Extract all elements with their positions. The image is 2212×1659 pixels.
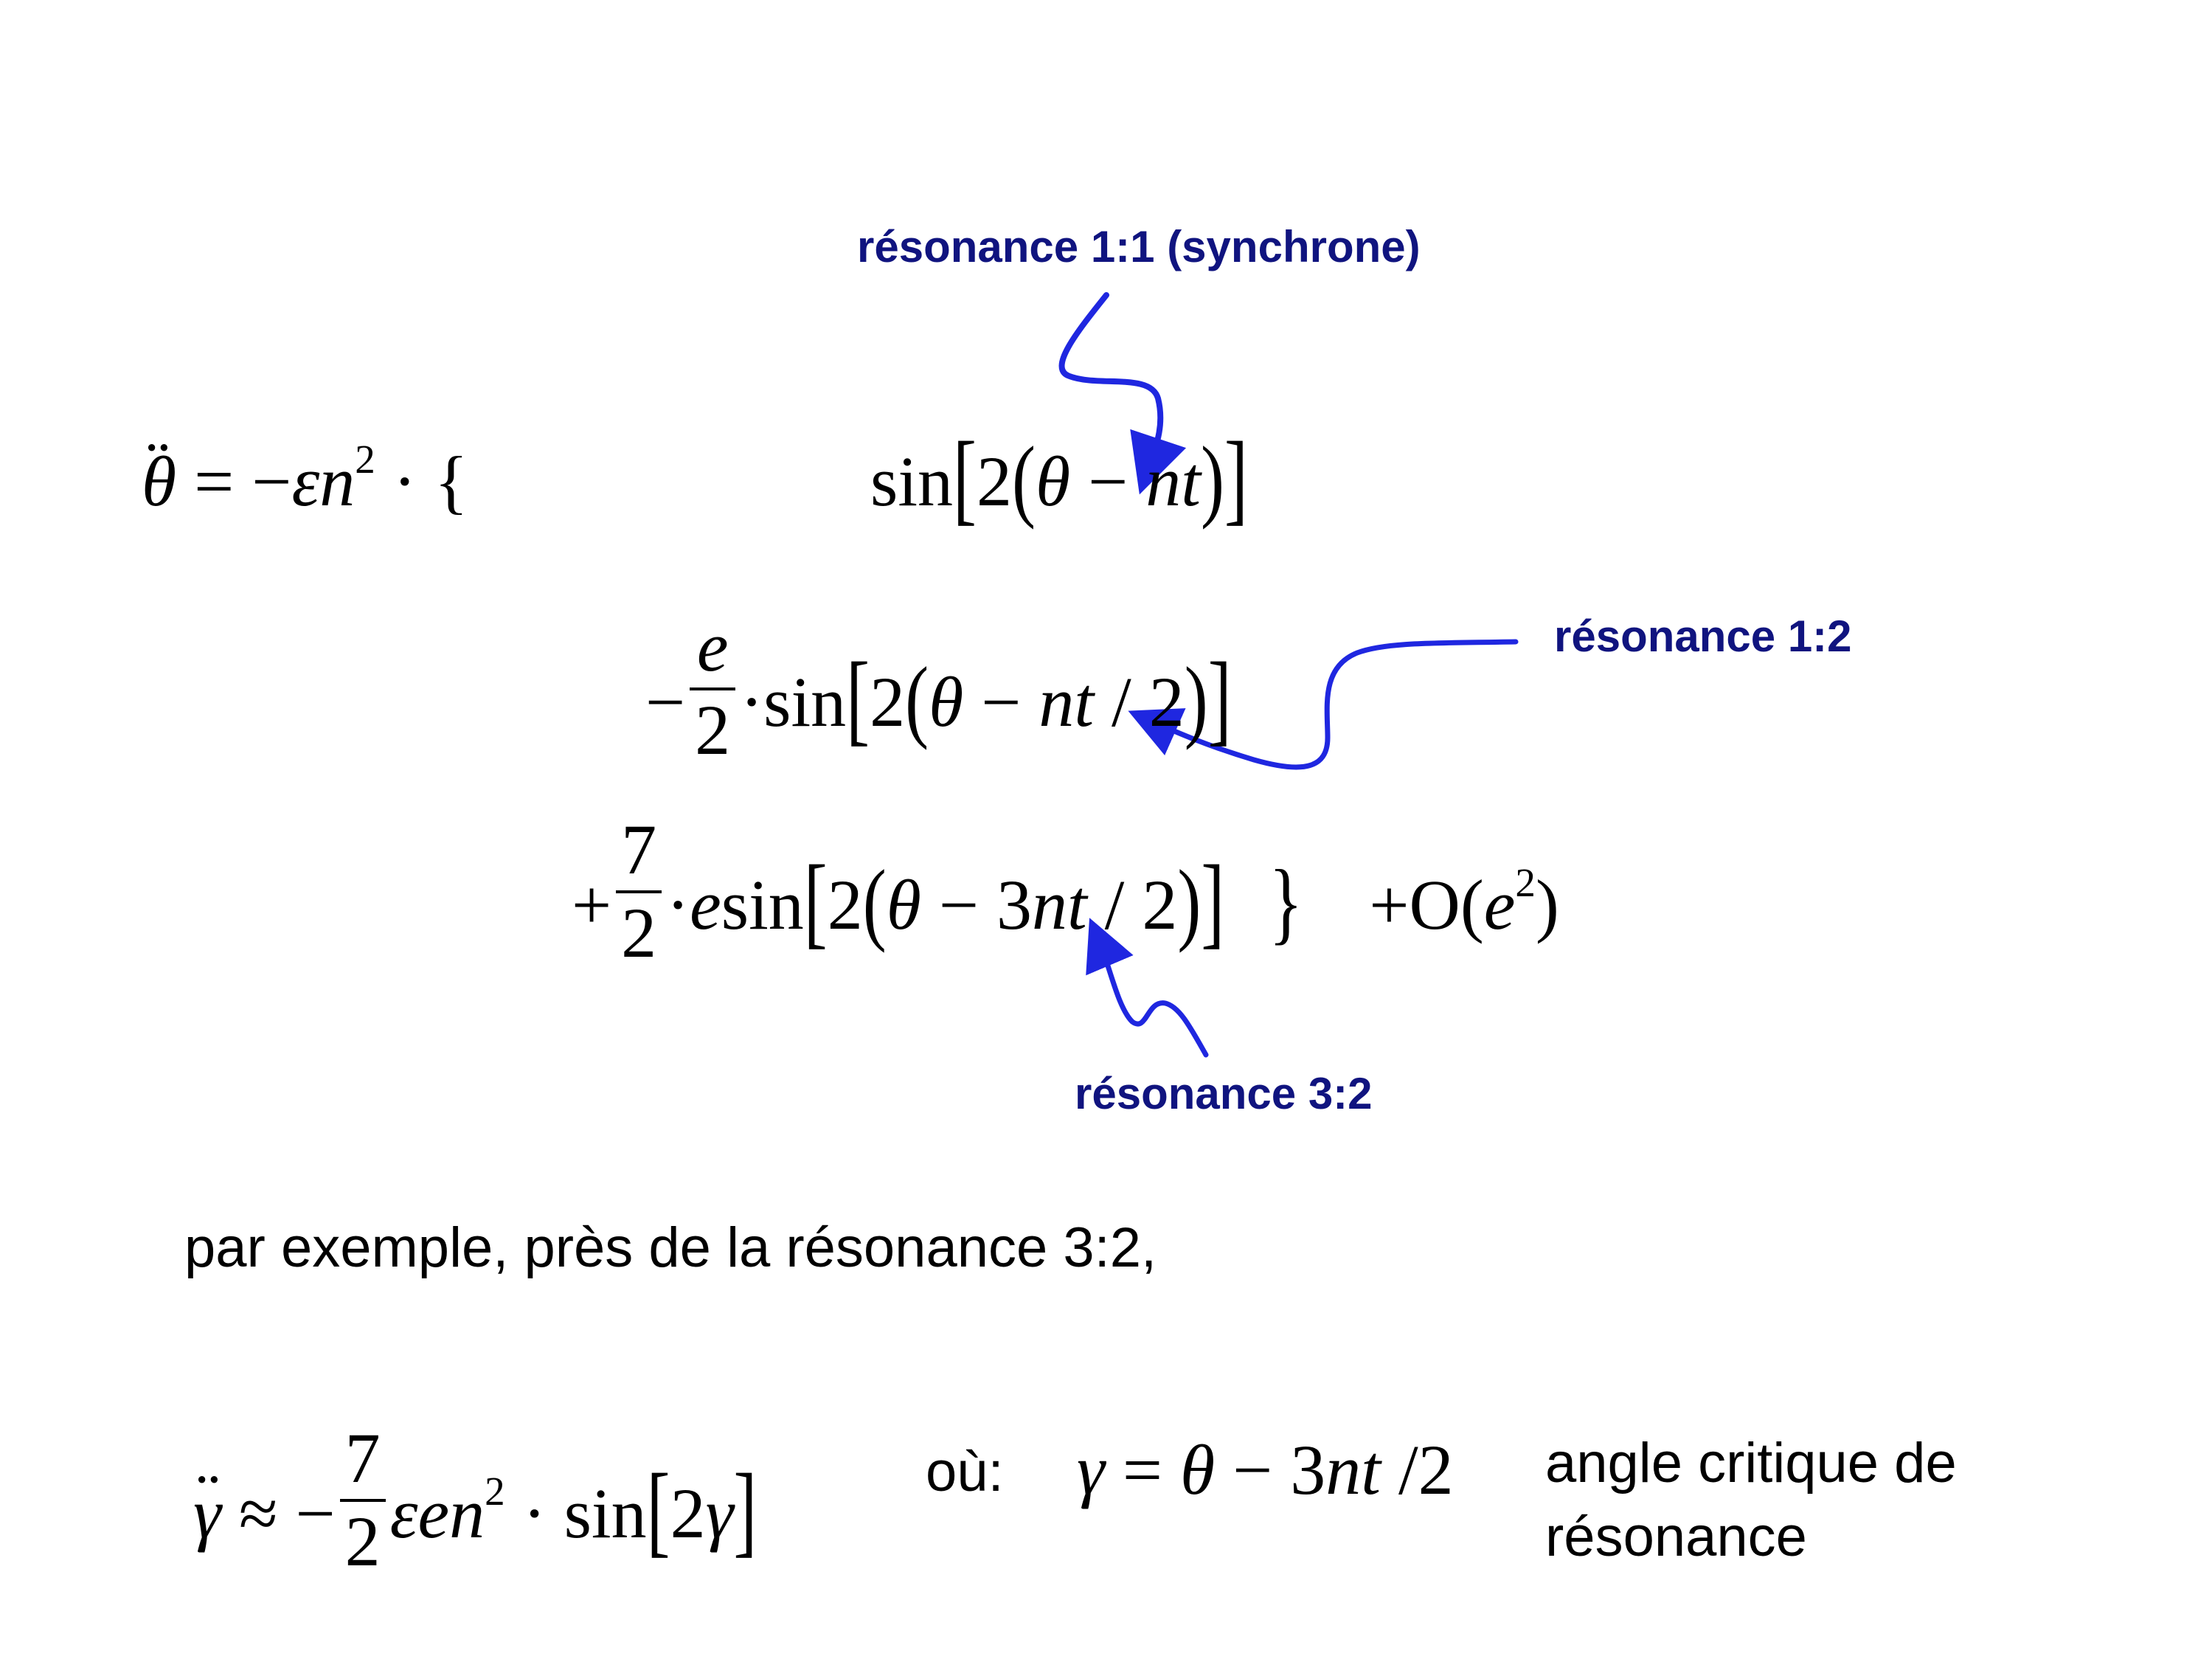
fraction-numerator: e: [696, 607, 729, 686]
arrow-resonance-1-1: [1058, 292, 1187, 495]
minus-sign: −: [963, 662, 1039, 741]
double-dot-accent: ¨: [146, 426, 170, 505]
equals-sign: =: [1104, 1430, 1180, 1509]
minus-3: − 3: [920, 865, 1032, 944]
fraction-bar: [616, 890, 662, 893]
theta-symbol: θ: [1179, 1430, 1216, 1509]
fraction-denominator: 2: [695, 690, 731, 769]
minus-3: − 3: [1215, 1430, 1326, 1509]
eccentricity-e: e: [1483, 865, 1516, 944]
bracket-close: ]: [1224, 420, 1248, 535]
fraction-numerator: 7: [621, 810, 657, 889]
paren-close: ): [1535, 865, 1559, 944]
coefficient: 2: [870, 662, 906, 741]
coefficient: 2: [670, 1473, 706, 1553]
paren-close: ): [1177, 851, 1202, 954]
main-equation-lhs: θ ¨ = −εn2 · {: [142, 430, 468, 517]
bracket-open: [: [846, 640, 870, 755]
gamma-definition: γ = θ − 3nt /2: [1077, 1435, 1454, 1506]
dot-operator: ·: [505, 1473, 564, 1553]
paren-open: (: [1460, 865, 1484, 944]
theta-symbol: θ: [929, 662, 964, 741]
main-equation-term-1: sin[2(θ − nt)]: [870, 426, 1248, 528]
sin-function: sin: [564, 1473, 647, 1553]
big-o-term: +O: [1369, 865, 1460, 944]
label-resonance-3-2: résonance 3:2: [1075, 1069, 1373, 1118]
paren-close: ): [1200, 427, 1224, 530]
theta-symbol: θ: [886, 865, 921, 944]
arrow-resonance-1-2: [1128, 639, 1519, 770]
nt-term: nt: [1145, 442, 1201, 521]
paren-open: (: [905, 648, 929, 751]
fraction-denominator: 2: [621, 893, 657, 972]
epsilon-n: εn: [291, 442, 356, 521]
coefficient: 2: [827, 865, 863, 944]
bracket-close: ]: [1207, 640, 1232, 755]
label-resonance-1-1: résonance 1:1 (synchrone): [857, 222, 1421, 271]
example-text: par exemple, près de la résonance 3:2,: [184, 1216, 1157, 1279]
where-label: où:: [926, 1441, 1004, 1503]
nt-term: nt: [1325, 1430, 1381, 1509]
dot-operator: ·: [666, 865, 690, 944]
label-resonance-1-2: résonance 1:2: [1554, 612, 1852, 661]
sin-function: sin: [763, 662, 847, 741]
critical-angle-line-1: angle critique de: [1545, 1432, 1957, 1495]
divide-by-2: / 2: [1094, 662, 1185, 741]
theta-symbol: θ: [1035, 442, 1071, 521]
arrow-resonance-3-2: [1086, 918, 1209, 1058]
critical-angle-line-2: résonance: [1545, 1506, 1807, 1568]
dot-open-brace: · {: [375, 442, 468, 521]
bracket-open: [: [803, 843, 828, 958]
divide-by-2: / 2: [1086, 865, 1178, 944]
paren-open: (: [1012, 427, 1036, 530]
minus-sign: −: [1070, 442, 1146, 521]
bracket-close: ]: [1201, 843, 1225, 958]
double-dot-accent: ¨: [196, 1457, 220, 1537]
paren-close: ): [1184, 648, 1208, 751]
epsilon-e-n: εen: [389, 1473, 485, 1553]
fraction-denominator: 2: [344, 1501, 381, 1581]
fraction-numerator: 7: [344, 1419, 381, 1497]
nt-term: nt: [1031, 865, 1087, 944]
plus-sign: +: [572, 865, 612, 944]
bracket-open: [: [646, 1452, 670, 1567]
fraction-bar: [339, 1498, 386, 1502]
sin-function: sin: [870, 442, 954, 521]
gamma-symbol: γ: [1077, 1430, 1105, 1509]
close-brace: }: [1269, 851, 1303, 954]
gamma-symbol: γ: [705, 1473, 734, 1553]
fraction-bar: [690, 687, 736, 690]
divide-by-2: /2: [1380, 1430, 1454, 1509]
coefficient: 2: [977, 442, 1012, 521]
minus-sign: −: [645, 662, 686, 741]
gamma-symbol: γ: [193, 1473, 221, 1553]
bracket-open: [: [953, 420, 977, 535]
sin-function: sin: [721, 865, 804, 944]
exponent: 2: [485, 1468, 505, 1514]
nt-term: nt: [1039, 662, 1095, 741]
theta-symbol: θ: [142, 442, 177, 521]
exponent: 2: [1515, 859, 1536, 905]
bracket-close: ]: [733, 1452, 757, 1567]
equals-minus: = −: [176, 442, 292, 521]
eccentricity-e: e: [690, 865, 721, 944]
approx-minus: ≈ −: [221, 1473, 336, 1553]
dot-operator: ·: [740, 662, 764, 741]
paren-open: (: [862, 851, 887, 954]
exponent: 2: [355, 437, 375, 482]
